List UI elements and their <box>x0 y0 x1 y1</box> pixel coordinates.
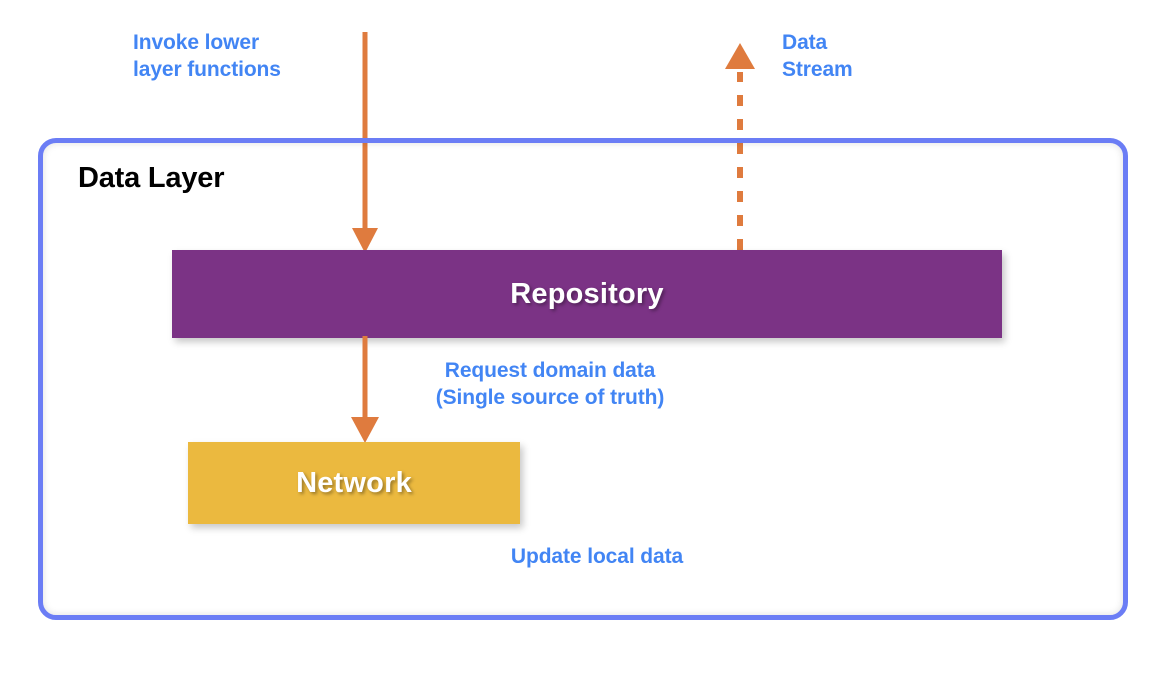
note-invoke-lower-layer-functions: Invoke lower layer functions <box>133 31 281 81</box>
network-label: Network <box>296 466 412 499</box>
repository-block: Repository <box>172 250 1002 338</box>
note-request-domain-data: Request domain data (Single source of tr… <box>435 359 665 409</box>
note-update-local-data: Update local data <box>510 545 684 568</box>
data-layer-container <box>38 138 1128 620</box>
repository-label: Repository <box>510 277 664 310</box>
request-domain-data-arrow <box>351 336 379 443</box>
data-stream-arrow <box>725 43 755 250</box>
invoke-lower-layer-functions-arrow <box>352 32 378 253</box>
data-layer-title: Data Layer <box>78 162 225 194</box>
note-data-stream: Data Stream <box>782 31 853 81</box>
network-block: Network <box>188 442 520 524</box>
